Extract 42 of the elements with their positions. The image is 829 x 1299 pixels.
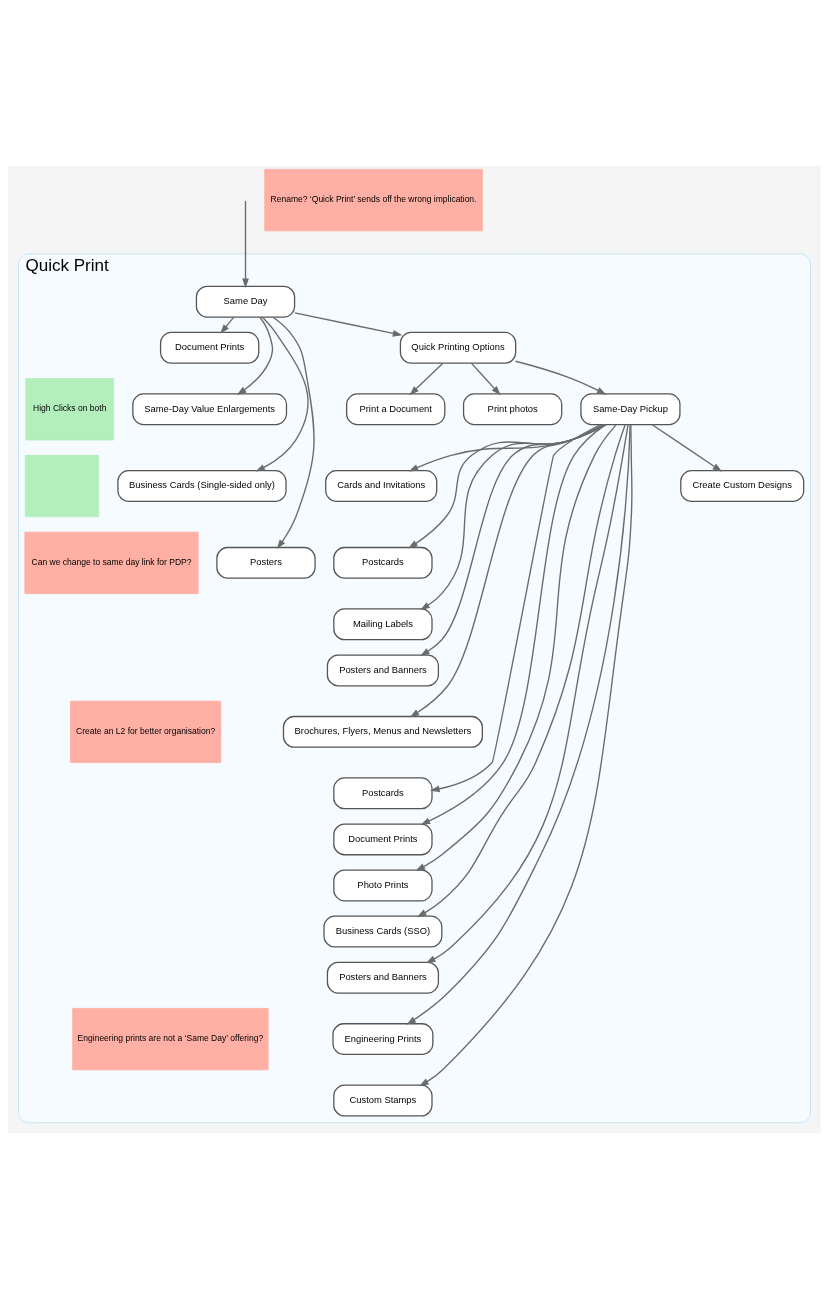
node-box: Posters and Banners — [326, 654, 440, 687]
node-box: Same-Day Pickup — [580, 393, 681, 426]
node-box: High Clicks on both — [25, 378, 115, 441]
node-box: Posters and Banners — [326, 961, 440, 994]
node-box — [24, 454, 100, 518]
node-box: Create an L2 for better organisation? — [70, 700, 222, 763]
node-box: Same-Day Value Enlargements — [132, 393, 288, 426]
arrow — [514, 360, 607, 395]
arrow — [294, 312, 403, 337]
node-box: Quick Printing Options — [399, 331, 517, 364]
node-box: Document Prints — [333, 823, 433, 856]
node-box: Mailing Labels — [333, 608, 433, 641]
arrow — [420, 424, 606, 657]
arrow — [272, 316, 315, 550]
arrow — [409, 424, 604, 718]
arrow — [242, 200, 249, 289]
node-box: Same Day — [195, 285, 296, 318]
node-box: Engineering prints are not a ‘Same Day’ offering? — [72, 1007, 269, 1071]
node-box: Create Custom Designs — [680, 470, 805, 503]
node-box: Brochures, Flyers, Menus and Newsletters — [282, 715, 483, 748]
arrow — [236, 316, 274, 395]
arrow — [420, 423, 607, 825]
arrow — [409, 362, 444, 396]
node-box: Postcards — [333, 777, 433, 810]
node-box: Posters — [216, 546, 316, 579]
node-box: Custom Stamps — [333, 1084, 433, 1117]
node-box: Rename? ‘Quick Print’ sends off the wrong implication. — [264, 169, 483, 232]
node-box: Print a Document — [346, 393, 446, 426]
arrow — [255, 316, 309, 472]
node-box: Cards and Invitations — [325, 470, 438, 503]
node-box: Can we change to same day link for PDP? — [24, 531, 199, 595]
node-box: Photo Prints — [333, 869, 433, 902]
node-box: Print photos — [462, 393, 563, 426]
arrow — [220, 316, 235, 334]
node-box: Business Cards (Single-sided only) — [117, 470, 287, 503]
node-box: Document Prints — [159, 331, 260, 364]
node-box: Engineering Prints — [332, 1023, 434, 1056]
arrow — [651, 424, 723, 472]
node-box: Postcards — [333, 546, 433, 579]
arrow — [430, 424, 601, 793]
arrow — [470, 362, 501, 396]
node-box: Business Cards (SSO) — [323, 915, 443, 948]
